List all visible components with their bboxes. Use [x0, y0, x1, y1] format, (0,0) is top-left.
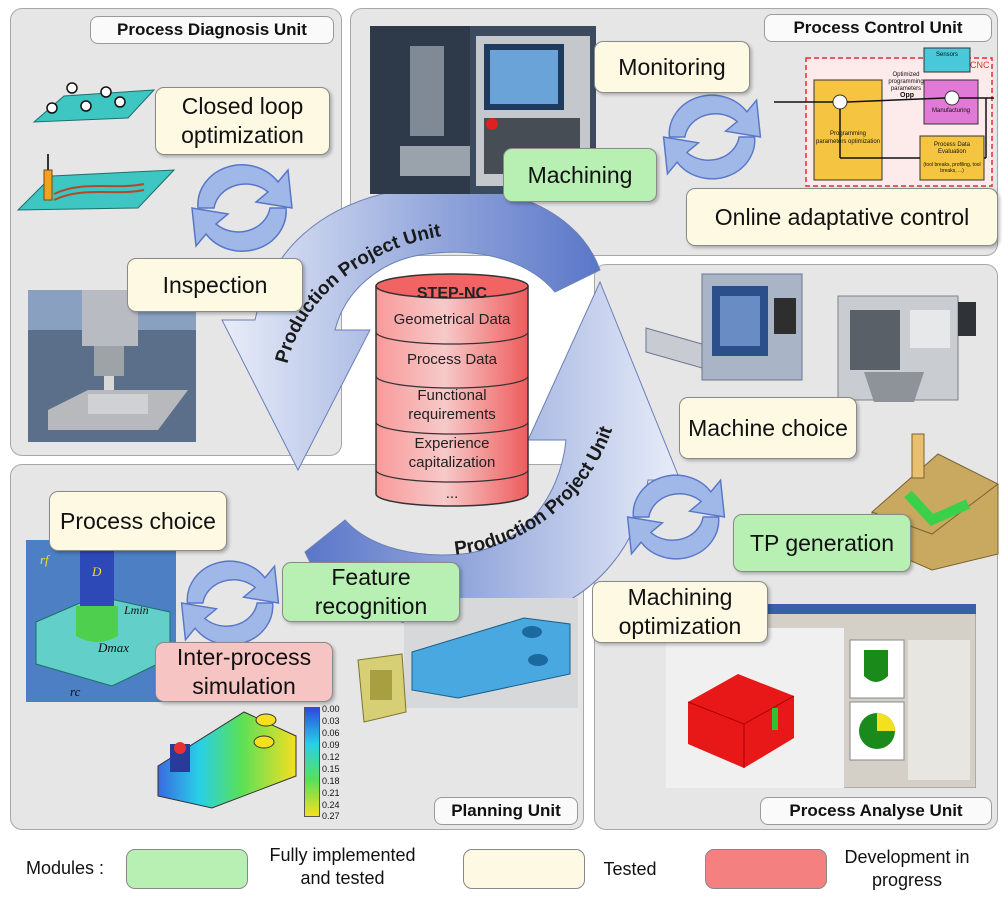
- cnc-sensors-label: Sensors: [935, 52, 958, 58]
- planning-title: Planning Unit: [434, 797, 578, 825]
- machining-optimization-label: Machining optimization: [592, 581, 768, 643]
- machining-label: Machining: [503, 148, 657, 202]
- scale-value: 0.15: [322, 764, 340, 774]
- cnc-label: CNC: [970, 60, 990, 70]
- scale-value: 0.24: [322, 800, 340, 810]
- cnc-evaluation-label: Process Data Evaluation: [933, 142, 970, 155]
- deviation-color-scale: 0.00 0.03 0.06 0.09 0.12 0.15 0.18 0.21 …: [304, 704, 354, 821]
- cutting-force-software-screenshot: [666, 604, 976, 788]
- diagnosis-cycle-icon: [191, 164, 293, 252]
- legend-green-swatch: [126, 849, 248, 889]
- legend-cream-swatch: [463, 849, 585, 889]
- measured-surface-image: [32, 82, 156, 123]
- machine-tool-photo-2: [837, 295, 976, 402]
- cnc-optimized-label: Optimized programming parameters: [888, 72, 924, 92]
- process-control-title: Process Control Unit: [764, 14, 992, 42]
- machine-choice-label: Machine choice: [679, 397, 857, 459]
- inter-process-simulation-label: Inter-process simulation: [155, 642, 333, 702]
- pocket-part-image: [357, 653, 407, 723]
- inspection-machine-photo: [28, 290, 196, 442]
- probe-surface-image: [16, 154, 176, 211]
- machine-tool-photo-1: [645, 273, 803, 381]
- online-adaptative-control-label: Online adaptative control: [686, 188, 998, 246]
- monitoring-label: Monitoring: [594, 41, 750, 93]
- process-choice-label: Process choice: [49, 491, 227, 551]
- scale-value: 0.27: [322, 811, 340, 821]
- step-nc-title: STEP-NC: [416, 285, 488, 302]
- scale-value: 0.21: [322, 788, 340, 798]
- inspection-label: Inspection: [127, 258, 303, 312]
- cnc-control-diagram: Sensors CNC Optimized programming parame…: [774, 46, 996, 188]
- d-dim-label: D: [91, 564, 102, 579]
- rc-dim-label: rc: [70, 684, 81, 699]
- bracket-part-image: [404, 598, 578, 708]
- step-nc-item-experience: Experience capitalization: [408, 435, 496, 471]
- planning-cycle-icon: [180, 560, 280, 646]
- closed-loop-optimization-label: Closed loop optimization: [155, 87, 330, 155]
- legend-modules-label: Modules :: [26, 858, 105, 878]
- step-nc-item-process: Process Data: [406, 351, 498, 368]
- step-nc-item-functional: Functional requirements: [408, 387, 496, 423]
- scale-value: 0.18: [322, 776, 340, 786]
- scale-value: 0.00: [322, 704, 340, 714]
- process-diagnosis-title: Process Diagnosis Unit: [90, 16, 334, 44]
- simulation-result-image: [157, 711, 297, 809]
- legend-development-label: Development in progress: [844, 847, 970, 890]
- step-nc-item-more: ...: [445, 485, 459, 502]
- cnc-manufacturing-label: Manufacturing: [931, 108, 971, 114]
- feature-recognition-label: Feature recognition: [282, 562, 460, 622]
- rf-dim-label: rf: [40, 552, 51, 567]
- scale-value: 0.06: [322, 728, 340, 738]
- legend-fully-implemented-label: Fully implemented and tested: [269, 845, 416, 888]
- scale-value: 0.12: [322, 752, 340, 762]
- process-analyse-title: Process Analyse Unit: [760, 797, 992, 825]
- control-cycle-icon: [662, 94, 762, 180]
- cnc-programming-label: Programming parameters optimization: [815, 131, 881, 145]
- cnc-evaluation-sub-label: (tool breaks, profiling, tool breaks, ..…: [923, 162, 981, 174]
- cnc-opp-label: Opp: [900, 92, 914, 99]
- scale-value: 0.09: [322, 740, 340, 750]
- part-dimension-image: rf D Lmin Dmax rc: [26, 540, 176, 702]
- dmax-dim-label: Dmax: [97, 640, 129, 655]
- tp-generation-label: TP generation: [733, 514, 911, 572]
- analysis-cycle-icon: [626, 474, 726, 560]
- legend-pink-swatch: [705, 849, 827, 889]
- step-nc-database: [375, 273, 529, 507]
- legend-tested-label: Tested: [603, 859, 657, 879]
- scale-value: 0.03: [322, 716, 340, 726]
- step-nc-item-geometry: Geometrical Data: [393, 311, 511, 328]
- lmin-dim-label: Lmin: [123, 603, 149, 617]
